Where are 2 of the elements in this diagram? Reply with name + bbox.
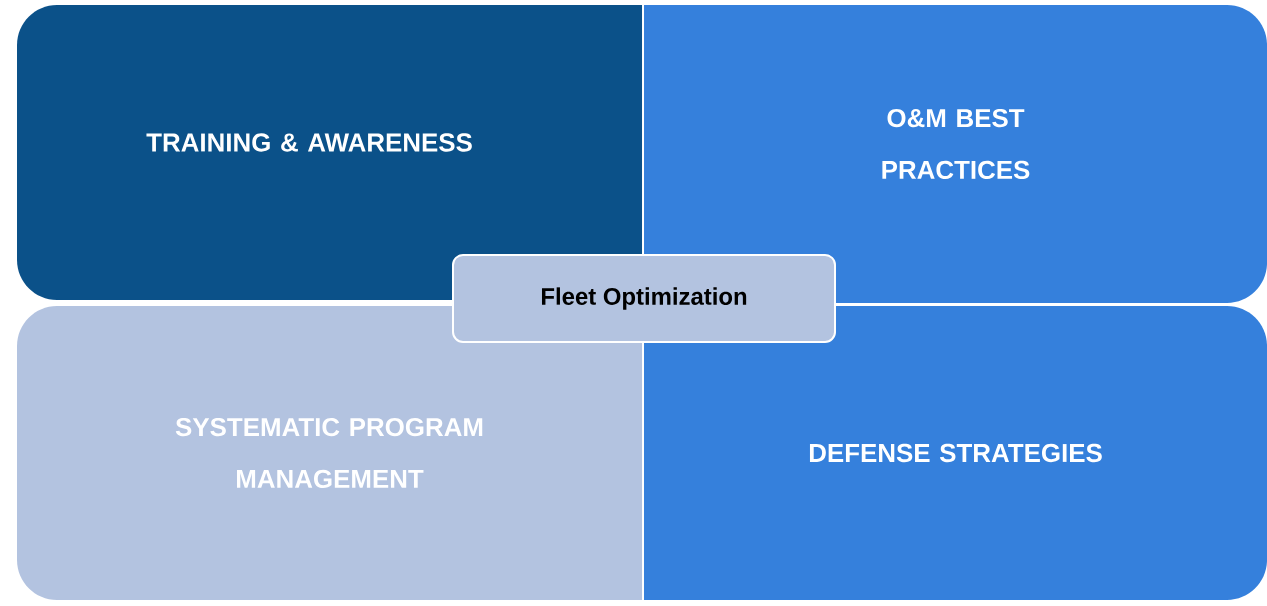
quadrant-panel: DEFENSE STRATEGIES (644, 306, 1267, 600)
center-box: Fleet Optimization (452, 254, 836, 343)
